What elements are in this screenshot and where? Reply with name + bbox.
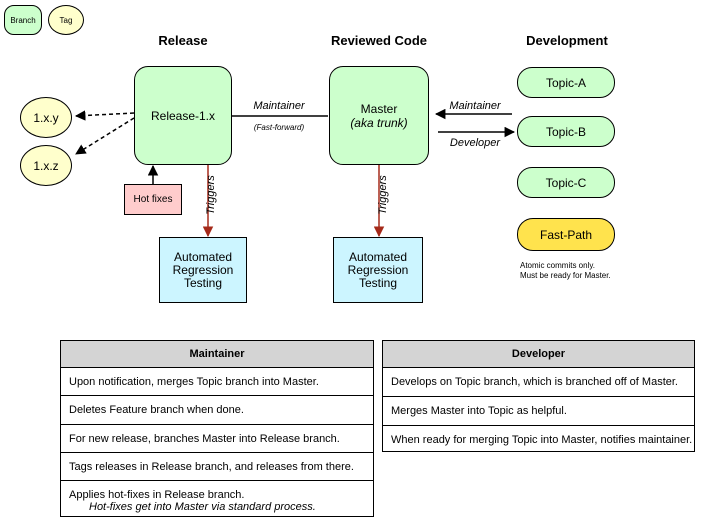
maintainer-table-header: Maintainer <box>61 341 373 368</box>
developer-label: Developer <box>449 137 501 149</box>
triggers-label-master: Triggers <box>377 175 389 215</box>
regression-testing-master: Automated Regression Testing <box>333 237 423 303</box>
maintainer-label-left: Maintainer <box>253 100 305 112</box>
developer-row-2: Merges Master into Topic as helpful. <box>383 397 694 426</box>
triggers-label-release: Triggers <box>205 175 217 215</box>
fast-forward-label: (Fast-forward) <box>253 122 305 132</box>
master-sublabel: (aka trunk) <box>350 115 408 130</box>
header-development: Development <box>526 32 608 48</box>
header-release: Release <box>158 32 208 48</box>
maintainer-label-right: Maintainer <box>449 100 501 112</box>
regression-line-2: Regression <box>172 262 234 277</box>
regression-line-3: Testing <box>183 275 223 290</box>
developer-table-header: Developer <box>383 341 694 368</box>
tag-1xy: 1.x.y <box>20 97 72 138</box>
developer-row-3: When ready for merging Topic into Master… <box>391 434 693 446</box>
legend-tag: Tag <box>48 5 84 35</box>
fast-path-note: Atomic commits only. Must be ready for M… <box>520 261 640 281</box>
release-branch: Release-1.x <box>134 66 232 165</box>
fast-path-branch: Fast-Path <box>517 218 615 251</box>
maintainer-table: Maintainer Upon notification, merges Top… <box>60 340 374 517</box>
legend-branch: Branch <box>4 5 42 35</box>
maintainer-row-4: Tags releases in Release branch, and rel… <box>61 453 373 481</box>
topic-c-branch: Topic-C <box>517 167 615 198</box>
developer-table: Developer Develops on Topic branch, whic… <box>382 340 695 452</box>
tag-xy-arrow <box>74 110 135 121</box>
maintainer-row-2: Deletes Feature branch when done. <box>61 396 373 425</box>
regression-line-2: Regression <box>347 262 409 277</box>
tag-xz-arrow <box>75 117 135 155</box>
maintainer-row-3: For new release, branches Master into Re… <box>61 425 373 453</box>
master-branch: Master (aka trunk) <box>329 66 429 165</box>
maintainer-row-5: Applies hot-fixes in Release branch. Hot… <box>61 481 373 521</box>
fast-path-note-line-1: Atomic commits only. <box>520 261 595 270</box>
maintainer-row-1: Upon notification, merges Topic branch i… <box>61 368 373 396</box>
maintainer-row-5-line-2: Hot-fixes get into Master via standard p… <box>89 501 316 513</box>
regression-line-1: Automated <box>348 249 408 264</box>
topic-b-branch: Topic-B <box>517 116 615 147</box>
tag-1xz: 1.x.z <box>20 145 72 186</box>
master-label: Master <box>360 101 398 116</box>
regression-line-1: Automated <box>173 249 233 264</box>
maintainer-row-5-line-1: Applies hot-fixes in Release branch. <box>69 489 245 501</box>
regression-line-3: Testing <box>358 275 398 290</box>
header-reviewed-code: Reviewed Code <box>330 32 428 48</box>
topic-a-branch: Topic-A <box>517 67 615 98</box>
regression-testing-release: Automated Regression Testing <box>159 237 247 303</box>
hotfixes-box: Hot fixes <box>124 184 182 215</box>
developer-row-1: Develops on Topic branch, which is branc… <box>383 368 694 397</box>
fast-path-note-line-2: Must be ready for Master. <box>520 271 611 280</box>
